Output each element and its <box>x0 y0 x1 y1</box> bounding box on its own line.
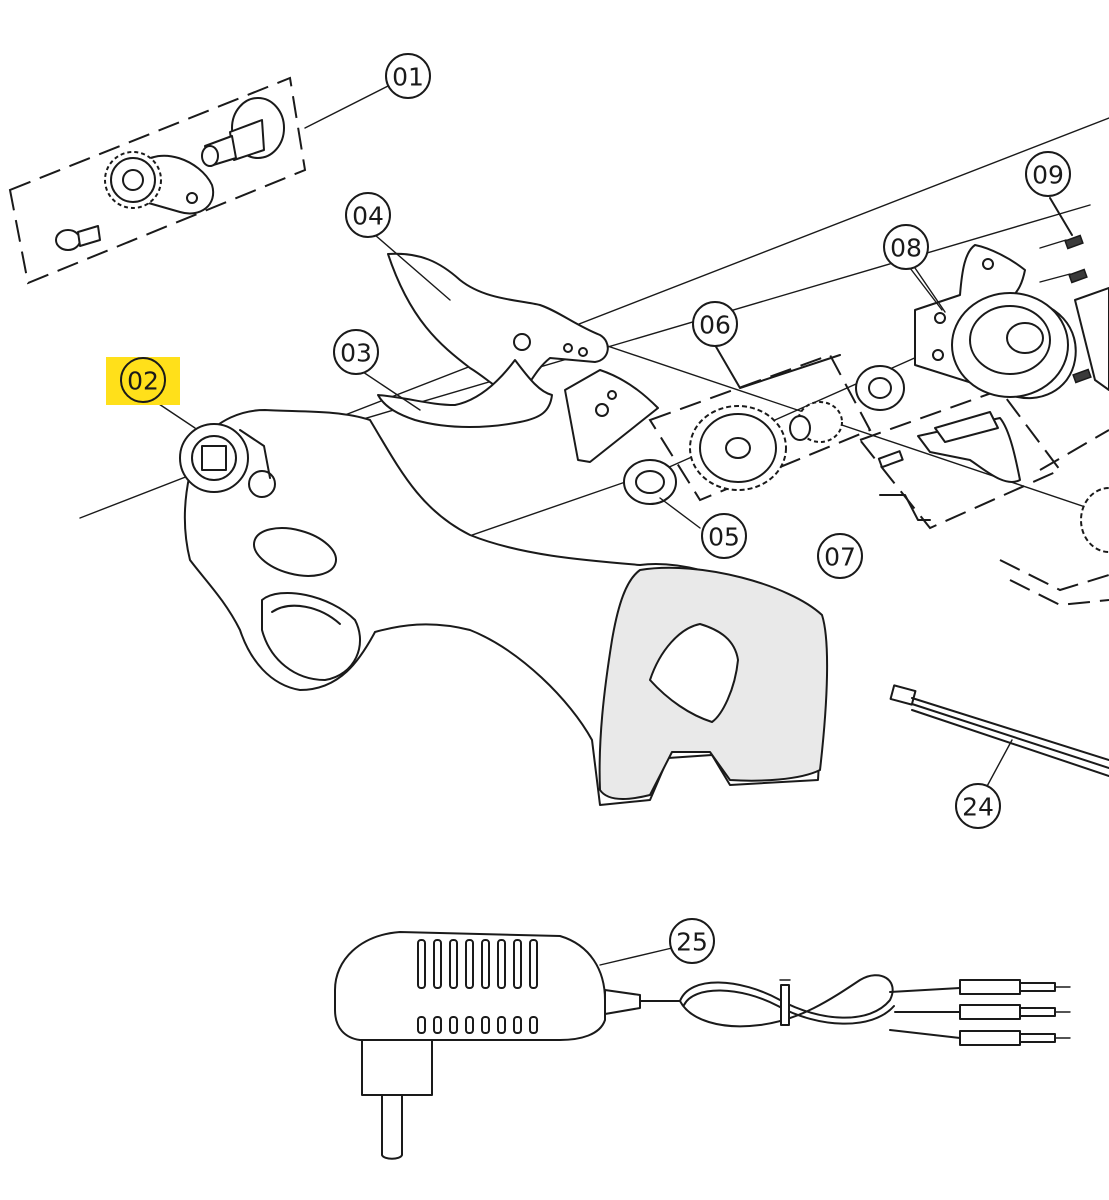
part-02-main-housing <box>179 409 829 806</box>
part-label-24[interactable]: 24 <box>955 783 1001 829</box>
part-label-03-text: 03 <box>340 339 372 368</box>
part-label-24-text: 24 <box>962 793 994 822</box>
part-label-08-text: 08 <box>890 234 922 263</box>
part-label-04[interactable]: 04 <box>345 192 391 238</box>
part-08-motor-housing <box>914 244 1077 400</box>
charger-vents-bottom <box>417 1016 538 1034</box>
part-label-05-text: 05 <box>708 523 740 552</box>
leader-lines <box>149 234 943 429</box>
part-label-03[interactable]: 03 <box>333 329 379 375</box>
part-01-gear-assembly <box>8 76 391 285</box>
part-05-bearing <box>623 459 701 529</box>
part-03-lower-blade <box>377 359 659 463</box>
charger-vents-top <box>417 939 538 989</box>
part-label-25-text: 25 <box>676 928 708 957</box>
part-label-01[interactable]: 01 <box>385 53 431 99</box>
part-label-06[interactable]: 06 <box>692 301 738 347</box>
part-02-highlight <box>106 357 180 405</box>
part-09-screws <box>1039 197 1092 384</box>
part-label-07[interactable]: 07 <box>817 533 863 579</box>
part-label-09-text: 09 <box>1032 161 1064 190</box>
part-label-09[interactable]: 09 <box>1025 151 1071 197</box>
part-label-04-text: 04 <box>352 202 384 231</box>
part-label-07-text: 07 <box>824 543 856 572</box>
part-label-08[interactable]: 08 <box>883 224 929 270</box>
part-25-charger <box>334 931 1071 1160</box>
part-07-trigger-switch <box>858 388 1062 530</box>
part-label-06-text: 06 <box>699 311 731 340</box>
part-label-25[interactable]: 25 <box>669 918 715 964</box>
part-labels: 01 02 03 04 05 06 07 08 <box>106 53 1071 964</box>
part-24-cable <box>889 684 1109 791</box>
part-label-02[interactable]: 02 <box>120 357 166 403</box>
part-label-05[interactable]: 05 <box>701 513 747 559</box>
part-04-upper-blade <box>387 252 609 397</box>
part-label-01-text: 01 <box>392 63 424 92</box>
part-06-gear-set <box>648 353 905 502</box>
part-label-02-text: 02 <box>127 367 159 396</box>
right-edge-partial-parts <box>999 287 1109 607</box>
